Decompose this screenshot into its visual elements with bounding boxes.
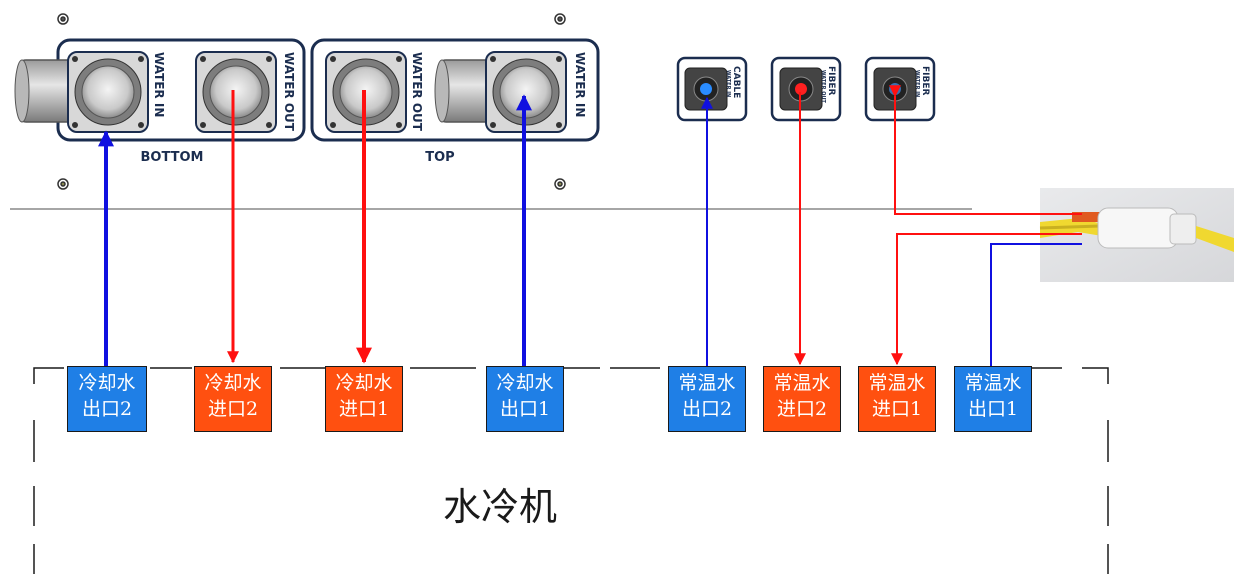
connection-box-ambient-outlet-1: 常温水 出口1: [954, 366, 1032, 432]
box-line: 常温水: [964, 372, 1022, 394]
connection-box-ambient-inlet-1: 常温水 进口1: [858, 366, 936, 432]
box-line: 进口1: [338, 398, 390, 420]
cable-connector-photo: [1039, 188, 1234, 282]
box-line: 常温水: [773, 372, 831, 394]
panel-label-bottom: BOTTOM: [141, 150, 204, 165]
box-line: 进口1: [871, 398, 923, 420]
water-in-port-bottom: [14, 51, 149, 133]
box-line: 常温水: [678, 372, 736, 394]
box-line: 冷却水: [496, 372, 554, 394]
flow-line-cold: [990, 243, 1082, 366]
water-cooler-enclosure: [33, 367, 1109, 574]
flow-line-warm: [889, 85, 1082, 215]
water-out-port-bottom: [195, 51, 277, 133]
connector-subtitle: WATER OUT: [820, 70, 826, 103]
box-line: 进口2: [776, 398, 828, 420]
box-line: 冷却水: [204, 372, 262, 394]
small-connector-3: FIBER WATER IN: [864, 56, 936, 122]
box-line: 出口2: [81, 398, 133, 420]
flow-line-warm: [891, 233, 1082, 366]
machine-label: 水冷机: [442, 485, 557, 529]
connection-box-cold-outlet-1: 冷却水 出口1: [486, 366, 564, 432]
port-label: WATER IN: [152, 52, 166, 117]
connection-box-warm-inlet-1: 冷却水 进口1: [325, 366, 403, 432]
water-in-port-top: [434, 51, 567, 133]
connection-box-ambient-outlet-2: 常温水 出口2: [668, 366, 746, 432]
box-line: 出口2: [681, 398, 733, 420]
port-label: WATER OUT: [410, 52, 424, 132]
top-panel: WATER OUT WATER IN TOP: [310, 38, 600, 165]
box-line: 冷却水: [78, 372, 136, 394]
port-label: WATER IN: [573, 52, 587, 117]
bottom-panel: WATER IN WATER OUT BOTTOM: [14, 38, 306, 165]
mounting-screws: [57, 13, 566, 190]
connection-box-warm-inlet-2: 冷却水 进口2: [194, 366, 272, 432]
connection-lines: [98, 85, 1082, 366]
connector-subtitle: WATER IN: [725, 70, 731, 97]
small-connector-2: FIBER WATER OUT: [770, 56, 842, 122]
connector-title: CABLE: [731, 66, 741, 98]
small-connector-1: CABLE WATER IN: [676, 56, 748, 122]
box-line: 冷却水: [335, 372, 393, 394]
box-line: 出口1: [499, 398, 551, 420]
connector-title: FIBER: [920, 66, 930, 96]
connection-box-cold-outlet-2: 冷却水 出口2: [67, 366, 147, 432]
connector-subtitle: WATER IN: [914, 70, 920, 97]
panel-label-top: TOP: [425, 150, 454, 165]
connection-box-ambient-inlet-2: 常温水 进口2: [763, 366, 841, 432]
box-line: 常温水: [868, 372, 926, 394]
box-line: 进口2: [207, 398, 259, 420]
box-line: 出口1: [967, 398, 1019, 420]
connector-title: FIBER: [826, 66, 836, 96]
port-label: WATER OUT: [282, 52, 296, 132]
